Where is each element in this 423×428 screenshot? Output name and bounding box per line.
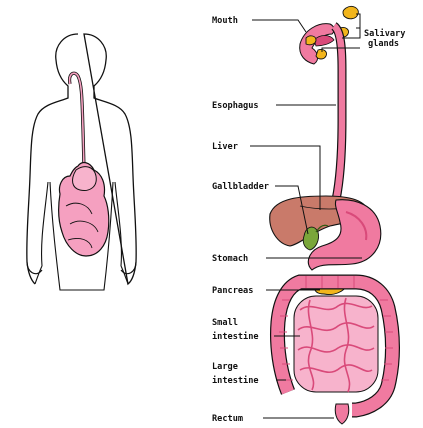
salivary-gland-bottom — [316, 49, 327, 59]
label-stomach: Stomach — [212, 254, 248, 264]
label-large-intestine-line2: intestine — [212, 375, 259, 386]
silhouette-stomach-curve — [73, 167, 97, 191]
label-large-intestine-line1: Large — [212, 362, 238, 372]
label-rectum: Rectum — [212, 414, 243, 424]
label-pancreas: Pancreas — [212, 286, 253, 296]
label-salivary-glands-line2: glands — [368, 39, 399, 49]
label-small-intestine-line1: Small — [212, 318, 238, 328]
body-silhouette — [27, 34, 136, 290]
label-liver: Liver — [212, 141, 238, 152]
salivary-gland-top — [343, 6, 358, 18]
body-arm-left — [27, 182, 48, 284]
label-mouth: Mouth — [212, 16, 238, 26]
label-salivary-glands-line1: Salivary — [364, 28, 405, 39]
salivary-gland-left — [306, 36, 316, 45]
gallbladder-organ — [303, 227, 318, 250]
digestive-tract — [270, 6, 393, 424]
label-gallbladder: Gallbladder — [212, 182, 269, 192]
label-esophagus: Esophagus — [212, 101, 259, 111]
rectum-organ — [335, 404, 349, 424]
small-intestine-organ — [294, 296, 378, 392]
silhouette-esophagus — [70, 73, 84, 168]
label-small-intestine-line2: intestine — [212, 331, 259, 342]
